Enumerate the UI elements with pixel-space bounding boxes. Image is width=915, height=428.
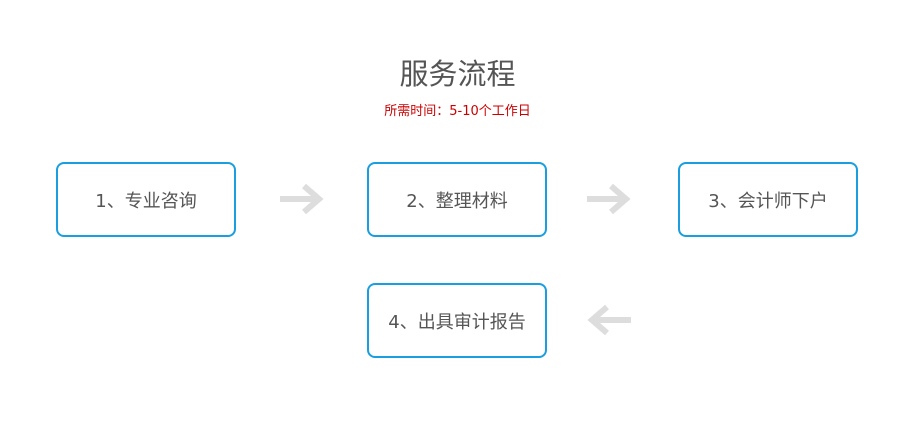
step-label: 4、出具审计报告	[388, 311, 526, 333]
page-title: 服务流程	[399, 57, 516, 91]
arrow-right-icon	[585, 181, 633, 217]
step-box-consult: 1、专业咨询	[56, 162, 236, 237]
arrow-left-icon	[585, 302, 633, 338]
step-label: 3、会计师下户	[708, 190, 828, 212]
step-box-accountant-visit: 3、会计师下户	[678, 162, 858, 237]
page-subtitle: 所需时间：5-10个工作日	[384, 104, 531, 119]
step-label: 1、专业咨询	[95, 190, 197, 212]
arrow-right-icon	[278, 181, 326, 217]
step-label: 2、整理材料	[406, 190, 508, 212]
step-box-materials: 2、整理材料	[367, 162, 547, 237]
step-box-audit-report: 4、出具审计报告	[367, 283, 547, 358]
